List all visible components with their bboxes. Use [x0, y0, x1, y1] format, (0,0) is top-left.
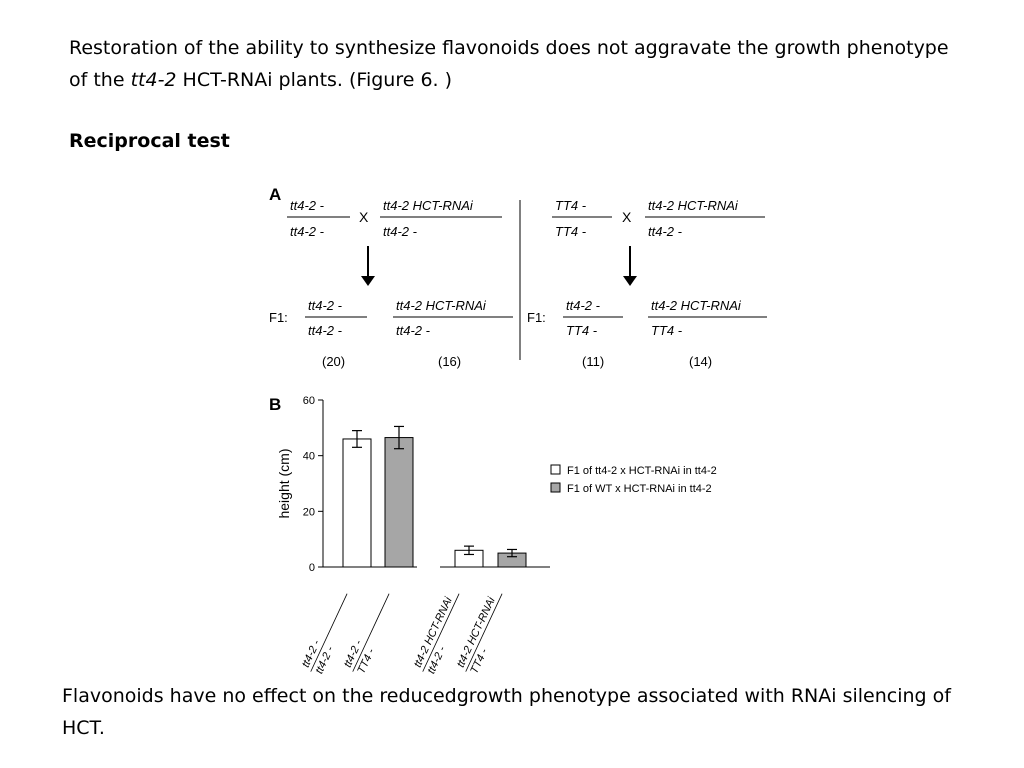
- legend-label: F1 of WT x HCT-RNAi in tt4-2: [567, 483, 712, 495]
- right-count-a: (11): [582, 354, 604, 369]
- right-f1a-top: tt4-2 -: [566, 298, 601, 313]
- right-cross-symbol: X: [622, 209, 632, 225]
- y-tick-label: 20: [303, 506, 315, 518]
- title-text-2: HCT-RNAi plants. (Figure 6. ): [176, 69, 453, 91]
- right-f1b-top: tt4-2 HCT-RNAi: [651, 298, 742, 313]
- y-tick-label: 40: [303, 451, 315, 463]
- right-parent2-top: tt4-2 HCT-RNAi: [648, 198, 739, 213]
- figure-6: A tt4-2 - tt4-2 - X tt4-2 HCT-RNAi tt4-2…: [269, 185, 767, 676]
- left-parent1-bottom: tt4-2 -: [290, 224, 325, 239]
- legend-swatch: [550, 482, 561, 493]
- title-text-1: Restoration of the ability to synthesize…: [69, 37, 949, 91]
- right-cross: TT4 - TT4 - X tt4-2 HCT-RNAi tt4-2 - F1:…: [527, 198, 767, 369]
- slide-subtitle: Reciprocal test: [69, 130, 230, 152]
- title-italic-genotype: tt4-2: [130, 69, 177, 91]
- y-tick-label: 0: [309, 562, 315, 574]
- right-f1b-bottom: TT4 -: [651, 323, 683, 338]
- y-axis-label: height (cm): [276, 448, 292, 518]
- panel-a: A tt4-2 - tt4-2 - X tt4-2 HCT-RNAi tt4-2…: [269, 185, 767, 369]
- slide-title: Restoration of the ability to synthesize…: [69, 32, 969, 96]
- left-f1b-bottom: tt4-2 -: [396, 323, 431, 338]
- x-category-bar: [465, 593, 503, 672]
- left-parent2-top: tt4-2 HCT-RNAi: [383, 198, 474, 213]
- y-tick-label: 60: [303, 395, 315, 407]
- legend-swatch: [550, 464, 561, 475]
- left-f1-label: F1:: [269, 310, 288, 325]
- left-cross-symbol: X: [359, 209, 369, 225]
- left-count-a: (20): [322, 354, 345, 369]
- left-cross: tt4-2 - tt4-2 - X tt4-2 HCT-RNAi tt4-2 -…: [269, 198, 513, 369]
- left-arrow-head: [361, 276, 375, 286]
- left-parent2-bottom: tt4-2 -: [383, 224, 418, 239]
- legend-label: F1 of tt4-2 x HCT-RNAi in tt4-2: [567, 465, 717, 477]
- right-f1a-bottom: TT4 -: [566, 323, 598, 338]
- x-category-bar: [422, 593, 460, 672]
- x-category-bar: [310, 593, 348, 672]
- left-f1a-bottom: tt4-2 -: [308, 323, 343, 338]
- right-parent1-bottom: TT4 -: [555, 224, 587, 239]
- slide-caption: Flavonoids have no effect on the reduced…: [62, 685, 951, 739]
- right-parent2-bottom: tt4-2 -: [648, 224, 683, 239]
- left-f1a-top: tt4-2 -: [308, 298, 343, 313]
- right-f1-label: F1:: [527, 310, 546, 325]
- bar: [384, 437, 414, 568]
- panel-b-label: B: [269, 395, 281, 414]
- left-parent1-top: tt4-2 -: [290, 198, 325, 213]
- x-category-bar: [352, 593, 390, 672]
- left-count-b: (16): [438, 354, 461, 369]
- right-parent1-top: TT4 -: [555, 198, 587, 213]
- bar: [342, 438, 372, 568]
- panel-a-label: A: [269, 185, 281, 204]
- right-arrow-head: [623, 276, 637, 286]
- x-category-label: tt4-2 -TT4 -: [342, 593, 390, 676]
- left-f1b-top: tt4-2 HCT-RNAi: [396, 298, 487, 313]
- right-count-b: (14): [689, 354, 712, 369]
